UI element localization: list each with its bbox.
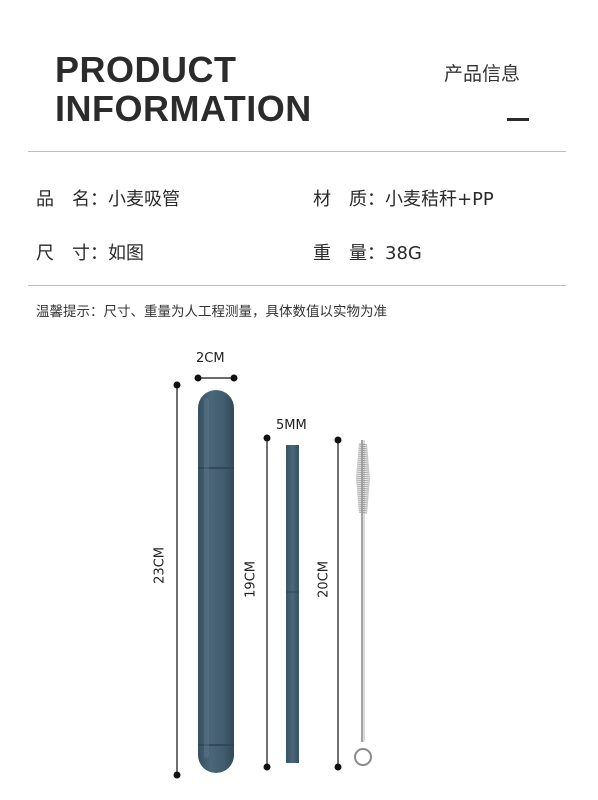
brush-bristle <box>357 461 369 464</box>
brush-bristle <box>357 493 369 496</box>
brush-bristle <box>358 451 368 454</box>
divider-bottom <box>28 285 566 286</box>
case-width-label: 2CM <box>196 351 225 366</box>
brush-bristle <box>356 489 370 492</box>
spec-material: 材 质：小麦秸秆+PP <box>313 185 494 211</box>
brush-bristle <box>358 443 368 446</box>
brush-bristle <box>356 473 370 476</box>
brush-bristle <box>356 475 370 478</box>
straw-length-label: 19CM <box>243 561 259 598</box>
spec-name-value: 小麦吸管 <box>108 189 180 210</box>
straw <box>286 445 299 763</box>
brush-bristle <box>357 501 369 504</box>
brush-bristle <box>358 511 368 514</box>
brush-bristle <box>357 495 369 498</box>
case-length-label: 23CM <box>152 547 168 584</box>
brush-bristle <box>356 469 370 472</box>
brush-bristle <box>358 509 368 512</box>
brush-bristle <box>356 465 370 468</box>
spec-size-label: 尺 寸： <box>36 243 108 264</box>
brush-bristle <box>357 491 369 494</box>
spec-name-label: 品 名： <box>36 189 108 210</box>
spec-size: 尺 寸：如图 <box>36 239 144 265</box>
brush-bristle <box>358 449 368 452</box>
divider-top <box>28 151 566 152</box>
brush-bristle <box>356 485 370 488</box>
brush-bristle <box>357 459 369 462</box>
brush-bristle <box>357 453 369 456</box>
brush-length-dimension <box>334 436 342 771</box>
brush-bristle <box>356 479 370 482</box>
brush-bristle <box>358 503 368 506</box>
brush-length-label: 20CM <box>316 561 332 598</box>
spec-weight: 重 量：38G <box>313 239 422 265</box>
spec-weight-value: 38G <box>385 243 422 264</box>
brush-bristle <box>356 481 370 484</box>
brush-bristle <box>356 487 370 490</box>
title-line-1: PRODUCT <box>55 49 237 90</box>
brush-bristle <box>355 477 371 480</box>
straw-case <box>198 390 234 773</box>
title-line-2: INFORMATION <box>55 88 312 129</box>
brush-bristle <box>357 497 369 500</box>
brush-bristle <box>356 467 370 470</box>
case-length-dimension <box>173 381 181 779</box>
brush-bristle <box>356 471 370 474</box>
brush-bristle <box>358 445 368 448</box>
measurement-note: 温馨提示：尺寸、重量为人工程测量，具体数值以实物为准 <box>36 304 387 320</box>
subtitle-cn: 产品信息 <box>444 63 521 85</box>
spec-name: 品 名：小麦吸管 <box>36 185 180 211</box>
brush-bristle <box>358 507 368 510</box>
cleaning-brush <box>354 440 372 766</box>
straw-length-dimension <box>263 434 271 771</box>
straw-diameter-label: 5MM <box>276 418 307 433</box>
brush-bristle <box>357 455 369 458</box>
page-title: PRODUCT INFORMATION <box>55 50 312 128</box>
brush-bristle <box>357 457 369 460</box>
brush-bristle <box>358 505 368 508</box>
brush-bristle <box>358 447 368 450</box>
spec-size-value: 如图 <box>108 243 144 264</box>
spec-material-label: 材 质： <box>313 189 385 210</box>
case-width-dimension <box>194 374 238 382</box>
spec-weight-label: 重 量： <box>313 243 385 264</box>
brush-bristle <box>357 499 369 502</box>
brush-bristle <box>356 483 370 486</box>
title-dash-divider <box>507 118 529 121</box>
brush-bristle <box>357 463 369 466</box>
spec-material-value: 小麦秸秆+PP <box>385 189 494 210</box>
